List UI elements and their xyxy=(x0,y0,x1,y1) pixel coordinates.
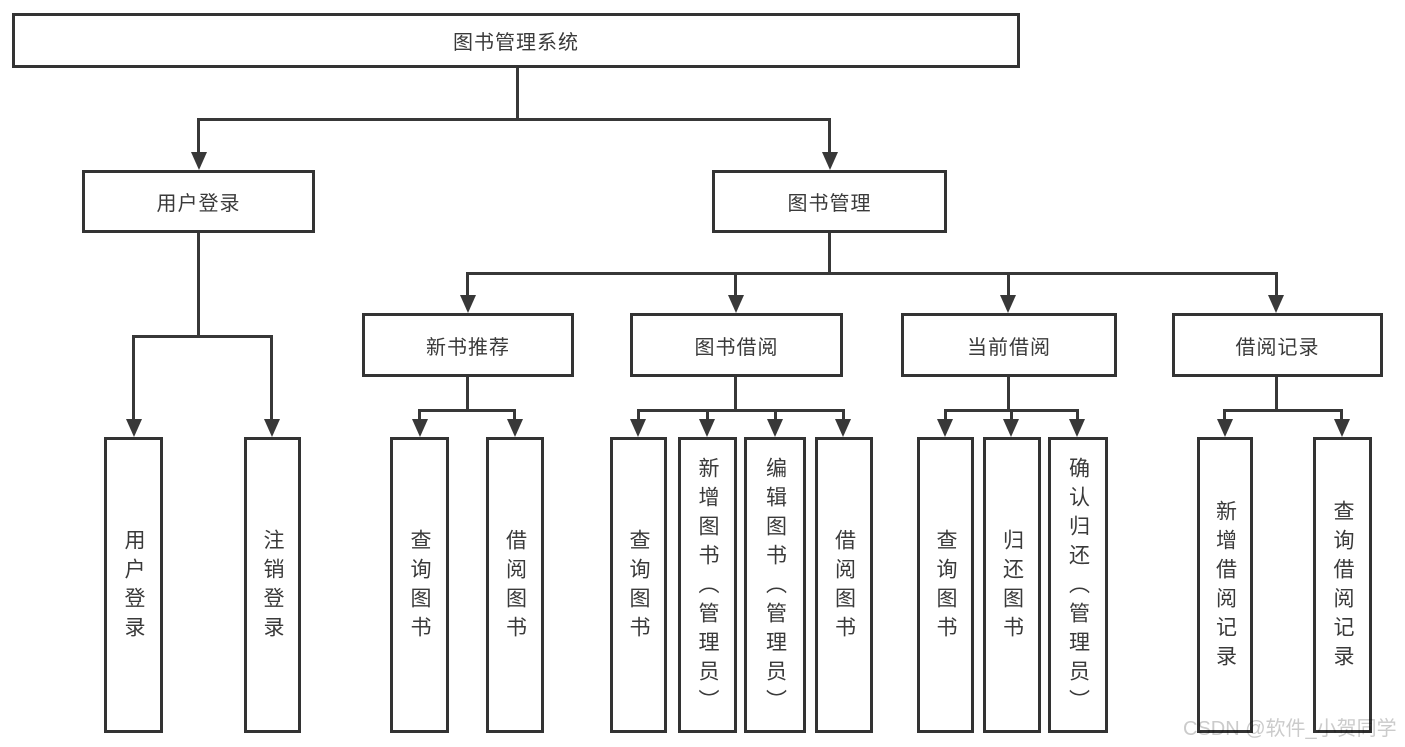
connector-drop-query-books-2 xyxy=(637,409,640,425)
connector-recommend-rail xyxy=(418,409,516,412)
connector-drop-query-books-1 xyxy=(418,409,421,425)
leaf-edit-book-admin: 编辑图书（管理员） xyxy=(744,437,806,733)
connector-bookborrow-rail xyxy=(637,409,845,412)
connector-records-stem xyxy=(1275,377,1278,412)
arrowhead-current-borrow xyxy=(1000,295,1016,313)
connector-drop-leaf-user-login xyxy=(132,335,135,425)
connector-records-rail xyxy=(1223,409,1343,412)
connector-drop-new-book-recommend xyxy=(466,272,469,301)
leaf-query-books-current: 查询图书 xyxy=(917,437,974,733)
leaf-add-borrow-record: 新增借阅记录 xyxy=(1197,437,1253,733)
node-root-library-system: 图书管理系统 xyxy=(12,13,1020,68)
connector-drop-borrow-books-1 xyxy=(513,409,516,425)
connector-userlogin-stem xyxy=(197,233,200,335)
arrowhead-add-record xyxy=(1217,419,1233,437)
arrowhead-book-borrow xyxy=(728,295,744,313)
leaf-query-books-recommend: 查询图书 xyxy=(390,437,449,733)
connector-bookborrow-stem xyxy=(734,377,737,412)
connector-drop-borrow-records xyxy=(1275,272,1278,301)
leaf-add-book-admin: 新增图书（管理员） xyxy=(678,437,737,733)
arrowhead-confirm-return xyxy=(1069,419,1085,437)
connector-drop-add-book xyxy=(706,409,709,425)
connector-drop-current-borrow xyxy=(1007,272,1010,301)
leaf-logout: 注销登录 xyxy=(244,437,301,733)
leaf-query-books-borrow: 查询图书 xyxy=(610,437,667,733)
arrowhead-borrow-records xyxy=(1268,295,1284,313)
connector-root-stem xyxy=(516,68,519,121)
arrowhead-query-record xyxy=(1334,419,1350,437)
connector-drop-add-record xyxy=(1223,409,1226,425)
arrowhead-query-books-3 xyxy=(937,419,953,437)
connector-drop-user-login xyxy=(197,118,200,158)
connector-drop-leaf-logout xyxy=(270,335,273,425)
connector-drop-book-management xyxy=(828,118,831,158)
leaf-borrow-books-recommend: 借阅图书 xyxy=(486,437,544,733)
arrowhead-query-books-1 xyxy=(412,419,428,437)
node-user-login: 用户登录 xyxy=(82,170,315,233)
connector-drop-confirm-return xyxy=(1076,409,1079,425)
leaf-query-borrow-record: 查询借阅记录 xyxy=(1313,437,1372,733)
leaf-user-login: 用户登录 xyxy=(104,437,163,733)
connector-userlogin-rail xyxy=(132,335,273,338)
arrowhead-query-books-2 xyxy=(630,419,646,437)
leaf-confirm-return-admin: 确认归还（管理员） xyxy=(1048,437,1108,733)
connector-bookmgmt-stem xyxy=(828,233,831,275)
leaf-borrow-books: 借阅图书 xyxy=(815,437,873,733)
connector-drop-return-book xyxy=(1010,409,1013,425)
arrowhead-add-book xyxy=(699,419,715,437)
arrowhead-return-book xyxy=(1003,419,1019,437)
connector-root-rail xyxy=(197,118,831,121)
node-book-management: 图书管理 xyxy=(712,170,947,233)
node-current-borrow: 当前借阅 xyxy=(901,313,1117,377)
connector-bookmgmt-rail xyxy=(466,272,1278,275)
arrowhead-leaf-logout xyxy=(264,419,280,437)
csdn-watermark: CSDN @软件_小贺同学 xyxy=(1183,718,1397,740)
arrowhead-user-login xyxy=(191,152,207,170)
arrowhead-edit-book xyxy=(767,419,783,437)
leaf-return-book: 归还图书 xyxy=(983,437,1041,733)
node-borrow-records: 借阅记录 xyxy=(1172,313,1383,377)
connector-drop-query-books-3 xyxy=(944,409,947,425)
connector-drop-edit-book xyxy=(774,409,777,425)
arrowhead-new-book-recommend xyxy=(460,295,476,313)
connector-drop-borrow-books-2 xyxy=(842,409,845,425)
arrowhead-borrow-books-1 xyxy=(507,419,523,437)
connector-drop-book-borrow xyxy=(734,272,737,301)
arrowhead-book-management xyxy=(822,152,838,170)
arrowhead-leaf-user-login xyxy=(126,419,142,437)
connector-currentborrow-stem xyxy=(1007,377,1010,412)
node-book-borrow: 图书借阅 xyxy=(630,313,843,377)
node-new-book-recommend: 新书推荐 xyxy=(362,313,574,377)
arrowhead-borrow-books-2 xyxy=(835,419,851,437)
connector-recommend-stem xyxy=(466,377,469,412)
connector-drop-query-record xyxy=(1340,409,1343,425)
